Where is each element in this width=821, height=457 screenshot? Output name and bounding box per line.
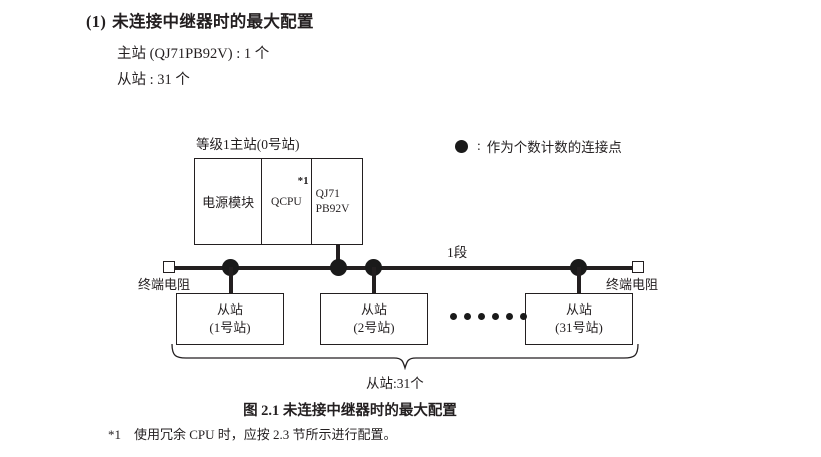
section-number: (1): [86, 12, 107, 31]
profibus-module-line1: QJ71: [315, 188, 340, 201]
ellipsis-dot-icon: [450, 313, 457, 320]
slave31-drop-line: [576, 267, 581, 294]
legend: : 作为个数计数的连接点: [455, 136, 622, 156]
legend-colon: :: [477, 138, 481, 153]
ellipsis-dot-icon: [464, 313, 471, 320]
master-drop-line: [336, 245, 340, 267]
terminator-right-label: 终端电阻: [606, 277, 659, 292]
ellipsis-dot-icon: [520, 313, 527, 320]
master-station-label: 等级1主站(0号站): [196, 137, 300, 152]
slaves-ellipsis: [450, 313, 527, 320]
qcpu-label: QCPU: [271, 195, 302, 208]
brace-svg: [171, 343, 639, 371]
footnote-text: 使用冗余 CPU 时，应按 2.3 节所示进行配置。: [134, 427, 397, 442]
figure-caption: 图 2.1 未连接中继器时的最大配置: [243, 403, 457, 419]
slaves-brace-label: 从站:31个: [366, 376, 424, 391]
terminator-left-icon: [163, 261, 175, 273]
footnote: *1 使用冗余 CPU 时，应按 2.3 节所示进行配置。: [108, 424, 397, 443]
slave-station-box-2: 从站 (2号站): [320, 293, 428, 345]
slave-name-2: 从站: [360, 302, 387, 318]
slave-station-1: (1号站): [209, 320, 251, 335]
qcpu-module: QCPU *1: [262, 159, 312, 244]
terminator-right-icon: [632, 261, 644, 273]
footnote-marker: *1: [108, 427, 121, 442]
slave-station-box-1: 从站 (1号站): [176, 293, 284, 345]
master-module-rack: 电源模块 QCPU *1 QJ71 PB92V: [194, 158, 363, 245]
segment-label: 1段: [447, 245, 468, 260]
bus-trunk-line: [168, 265, 638, 270]
profibus-module-line2: PB92V: [315, 202, 350, 215]
legend-text: 作为个数计数的连接点: [486, 140, 622, 155]
slave-station-2: (2号站): [353, 320, 395, 335]
slave-name-31: 从站: [565, 302, 592, 318]
power-supply-module: 电源模块: [195, 159, 263, 244]
connection-node-master: [330, 259, 347, 276]
profibus-module: QJ71 PB92V: [312, 159, 362, 244]
master-count-line: 主站 (QJ71PB92V) : 1 个: [117, 46, 270, 62]
slave-station-31: (31号站): [555, 320, 603, 335]
ellipsis-dot-icon: [478, 313, 485, 320]
qcpu-footnote-marker: *1: [297, 175, 309, 187]
ellipsis-dot-icon: [492, 313, 499, 320]
ellipsis-dot-icon: [506, 313, 513, 320]
slaves-brace: [170, 343, 640, 375]
filled-circle-icon: [455, 139, 468, 153]
section-title: 未连接中继器时的最大配置: [112, 12, 314, 31]
slave-station-box-31: 从站 (31号站): [525, 293, 633, 345]
slave-name-1: 从站: [216, 302, 243, 318]
slave2-drop-line: [371, 267, 376, 294]
slave-count-line: 从站 : 31 个: [117, 72, 190, 88]
slave1-drop-line: [228, 267, 233, 294]
terminator-left-label: 终端电阻: [138, 277, 191, 292]
section-heading: (1) 未连接中继器时的最大配置: [86, 8, 314, 32]
